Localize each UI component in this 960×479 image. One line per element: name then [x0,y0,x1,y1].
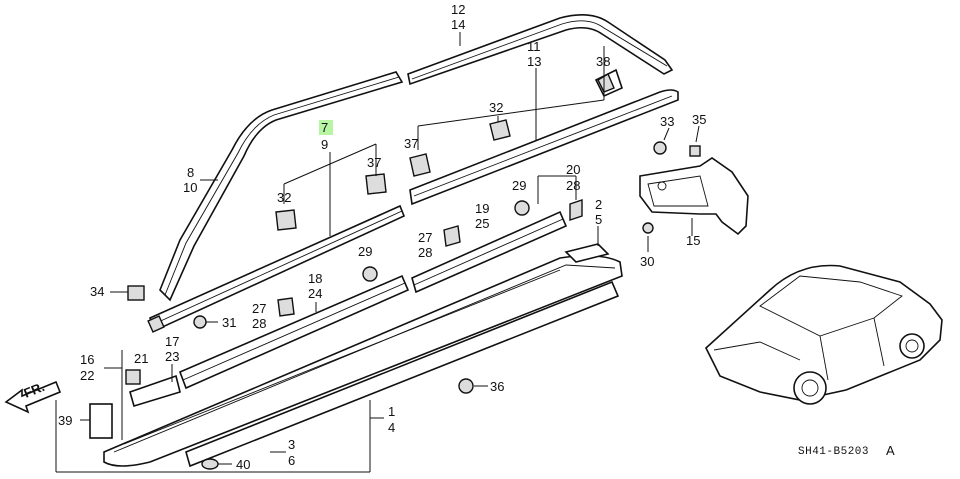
label-18: 18 [308,271,322,286]
highlight-marker [319,120,333,135]
label-32-lower: 32 [277,190,291,205]
sash-molding-part [159,71,404,302]
label-1: 1 [388,404,395,419]
label-32-upper: 32 [489,100,503,115]
label-29-upper: 29 [512,178,526,193]
diagram-code: SH41-B5203 A [798,443,895,458]
label-30: 30 [640,254,654,269]
label-28-mid: 28 [418,245,432,260]
label-5: 5 [595,212,602,227]
front-belt-molding-part [147,204,406,333]
label-39: 39 [58,413,72,428]
label-22: 22 [80,368,94,383]
label-16: 16 [80,352,94,367]
label-35: 35 [692,112,706,127]
label-7: 7 [321,120,328,135]
label-37-upper: 37 [404,136,418,151]
label-29-lower: 29 [358,244,372,259]
label-36: 36 [490,379,504,394]
label-11: 11 [527,39,541,54]
label-10: 10 [183,180,197,195]
label-3: 3 [288,437,295,452]
label-19: 19 [475,201,489,216]
label-24: 24 [308,286,322,301]
sill-end-piece-part [129,374,181,408]
label-14: 14 [451,17,465,32]
label-23: 23 [165,349,179,364]
front-arrow: FR. [4,379,62,414]
label-8: 8 [187,165,194,180]
diagram-code-suffix: A [886,443,895,458]
rear-door-lower-molding-part [411,210,568,294]
label-4: 4 [388,420,395,435]
label-27-mid: 27 [418,230,432,245]
label-28-lower: 28 [252,316,266,331]
rear-belt-molding-part [409,68,679,206]
label-25: 25 [475,216,489,231]
roof-molding-part [407,14,674,86]
label-17: 17 [165,334,179,349]
label-34: 34 [90,284,104,299]
label-13: 13 [527,54,541,69]
label-15: 15 [686,233,700,248]
label-27-lower: 27 [252,301,266,316]
clips [89,72,701,470]
label-6: 6 [288,453,295,468]
front-arrow-label: FR. [22,379,47,401]
leader-lines [55,32,700,473]
mudguard-part [639,157,749,236]
front-door-lower-molding-part [178,274,410,390]
label-40: 40 [236,457,250,472]
label-31: 31 [222,315,236,330]
diagram-code-text: SH41-B5203 [798,446,869,458]
label-2: 2 [595,197,602,212]
label-12: 12 [451,2,465,17]
label-28-upper: 28 [566,178,580,193]
part-labels: 12 14 11 13 38 7 9 32 32 37 37 33 35 8 1… [58,2,706,472]
label-33: 33 [660,114,674,129]
label-9: 9 [321,137,328,152]
side-sill-garnish-part [103,254,623,468]
label-20: 20 [566,162,580,177]
label-38: 38 [596,54,610,69]
label-37-lower: 37 [367,155,381,170]
label-21: 21 [134,351,148,366]
car-reference-illustration [705,264,943,405]
